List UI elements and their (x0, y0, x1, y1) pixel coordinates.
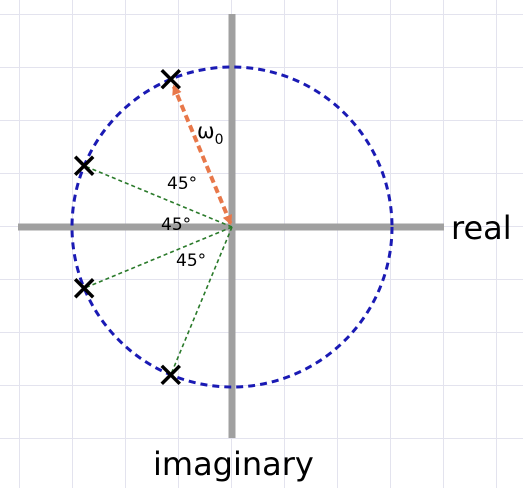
radius-arrow (171, 84, 233, 226)
angle-spoke (83, 165, 233, 228)
imaginary-axis-label: imaginary (153, 445, 314, 483)
omega-subscript: 0 (215, 132, 224, 148)
unit-circle (70, 65, 394, 389)
pole-markers (73, 68, 182, 386)
pole-x-icon (73, 277, 95, 299)
angle-label-lower: 45° (176, 251, 206, 271)
pole-x-icon (160, 68, 182, 90)
real-axis-label: real (451, 209, 512, 247)
pole-x-icon (160, 364, 182, 386)
angle-label-upper: 45° (167, 174, 197, 194)
radius-label: ω0 (197, 119, 224, 148)
omega-symbol: ω (197, 119, 215, 143)
angle-spoke (83, 226, 233, 289)
angle-spoke (170, 226, 233, 376)
pole-x-icon (73, 155, 95, 177)
angle-label-middle: 45° (161, 215, 191, 235)
angle-spokes (83, 165, 233, 376)
